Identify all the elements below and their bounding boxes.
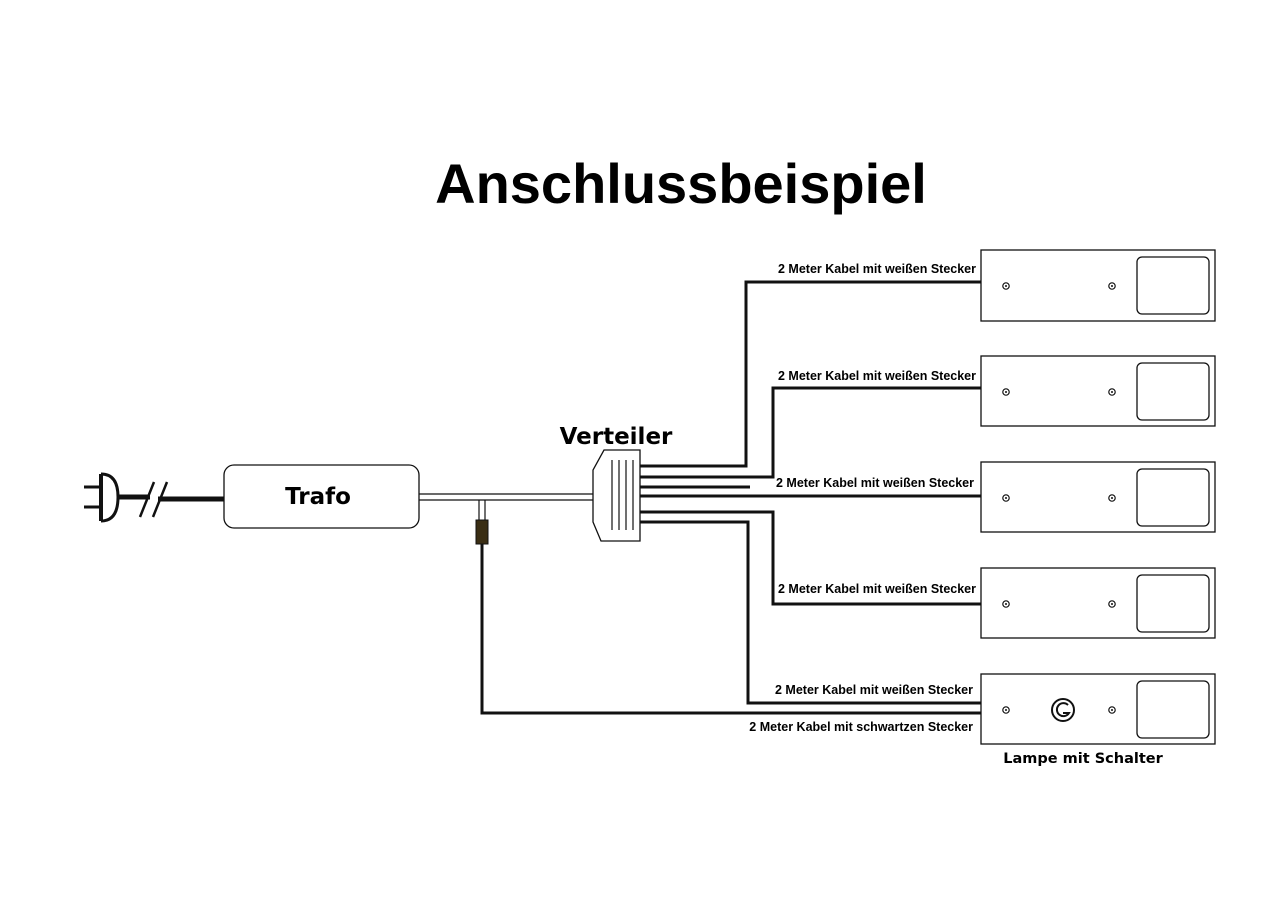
switch-cable-label: 2 Meter Kabel mit schwartzen Stecker: [749, 720, 973, 734]
lamp-switch-label: Lampe mit Schalter: [1003, 751, 1163, 767]
distributor-label: Verteiler: [560, 424, 673, 450]
lamp-with-switch: [980, 673, 1216, 745]
distributor: Verteiler: [560, 424, 673, 542]
trafo-output-cable: [419, 493, 593, 520]
cable-label-3: 2 Meter Kabel mit weißen Stecker: [776, 476, 974, 490]
power-plug-icon: [84, 472, 224, 523]
lamp-4: [980, 567, 1216, 639]
switch-cable: [480, 544, 982, 715]
lamp-2: [980, 355, 1216, 427]
trafo-box: Trafo: [223, 464, 420, 529]
inline-connector: [475, 519, 489, 545]
cable-label-1: 2 Meter Kabel mit weißen Stecker: [778, 262, 976, 276]
cable-label-4: 2 Meter Kabel mit weißen Stecker: [778, 582, 976, 596]
cable-label-5: 2 Meter Kabel mit weißen Stecker: [775, 683, 973, 697]
cable-label-2: 2 Meter Kabel mit weißen Stecker: [778, 369, 976, 383]
page-title: Anschlussbeispiel: [435, 152, 927, 215]
lamp-1: [980, 249, 1216, 322]
lamp-3: [980, 461, 1216, 533]
distributor-outputs: [640, 280, 982, 705]
trafo-label: Trafo: [285, 484, 351, 510]
switch-icon: [1051, 698, 1075, 722]
